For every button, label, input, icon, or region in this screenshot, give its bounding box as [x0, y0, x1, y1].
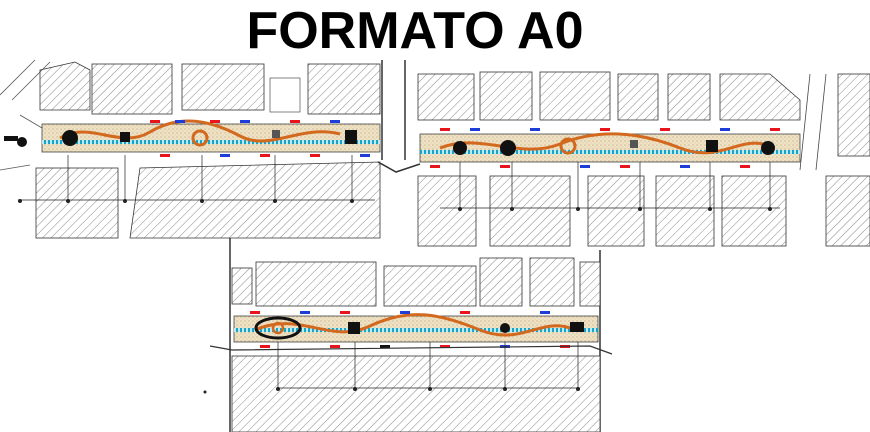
fountain-icon [500, 140, 516, 156]
plan-sheet-top-left [0, 59, 381, 239]
fountain-icon [453, 141, 467, 155]
sheet-title: FORMATO A0 [246, 2, 584, 60]
promenade [419, 133, 801, 163]
roundabout-icon [559, 137, 577, 155]
building-block [269, 77, 301, 113]
building-block [667, 73, 711, 121]
building-block [655, 175, 715, 247]
building-block [417, 175, 477, 247]
plan-sheet-top-right [417, 71, 870, 247]
building-block [529, 257, 575, 307]
compass-icon [17, 137, 27, 147]
building-block [383, 265, 477, 307]
building-block [587, 175, 645, 247]
fountain-icon [62, 130, 78, 146]
building-block [231, 267, 253, 305]
building-block [181, 63, 265, 111]
building-block [539, 71, 611, 121]
roundabout-icon [271, 321, 285, 335]
building-block [479, 257, 523, 307]
building-block [719, 73, 801, 121]
building-block [35, 167, 119, 239]
fountain-icon [761, 141, 775, 155]
building-block [255, 261, 377, 307]
building-block [617, 73, 659, 121]
building-block [579, 261, 601, 307]
roundabout-icon [191, 129, 209, 147]
plan-sheet-bottom [203, 238, 613, 432]
building-block [307, 63, 381, 115]
building-block [489, 175, 571, 247]
building-block [825, 175, 870, 247]
building-block [39, 61, 91, 111]
building-block [837, 73, 870, 157]
building-block [417, 73, 475, 121]
building-block [231, 355, 601, 432]
promenade [41, 123, 381, 153]
building-block [721, 175, 787, 247]
building-block [91, 63, 173, 115]
building-block [479, 71, 533, 121]
